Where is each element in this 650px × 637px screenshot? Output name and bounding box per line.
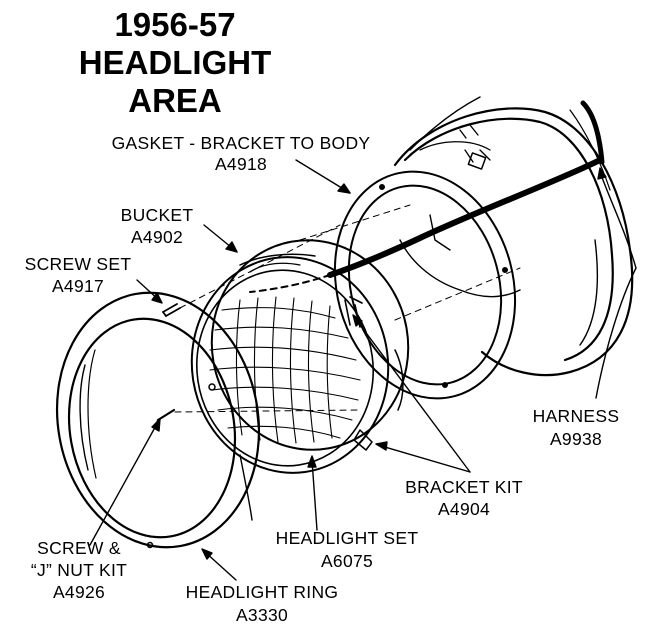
harness-part-number: A9938 bbox=[549, 429, 603, 449]
screw-set-part-number: A4917 bbox=[51, 276, 105, 296]
harness-wire bbox=[249, 100, 605, 293]
bucket-label: BUCKET bbox=[120, 205, 194, 225]
bucket-part-number: A4902 bbox=[130, 227, 184, 247]
bracket-kit-part-number: A4904 bbox=[437, 499, 491, 519]
headlight-lamp bbox=[190, 256, 390, 474]
headlight-set-part-number: A6075 bbox=[320, 551, 374, 571]
headlight-ring-part-number: A3330 bbox=[235, 605, 289, 625]
gasket-label: GASKET - BRACKET TO BODY bbox=[111, 133, 371, 153]
harness-label: HARNESS bbox=[532, 406, 620, 426]
screw-nut-kit-label-line-1: SCREW & bbox=[37, 538, 121, 558]
screw-set-label: SCREW SET bbox=[24, 254, 132, 274]
title-line-3: AREA bbox=[128, 82, 222, 119]
screw-nut-kit-part-number: A4926 bbox=[52, 582, 106, 602]
title-line-1: 1956-57 bbox=[114, 6, 236, 43]
headlight-ring-label: HEADLIGHT RING bbox=[185, 582, 339, 602]
title-line-2: HEADLIGHT bbox=[78, 44, 272, 81]
headlight-set-label: HEADLIGHT SET bbox=[275, 528, 419, 548]
gasket-ring bbox=[333, 170, 517, 400]
gasket-part-number: A4918 bbox=[214, 154, 268, 174]
leader-lines bbox=[89, 159, 637, 581]
body-housing-outline bbox=[393, 96, 634, 377]
screws bbox=[155, 303, 181, 426]
bracket-kit-label: BRACKET KIT bbox=[405, 477, 523, 497]
headlight-ring-bezel bbox=[55, 291, 261, 549]
alignment-lines bbox=[174, 204, 521, 413]
screw-nut-kit-label-line-2: “J” NUT KIT bbox=[30, 560, 128, 580]
